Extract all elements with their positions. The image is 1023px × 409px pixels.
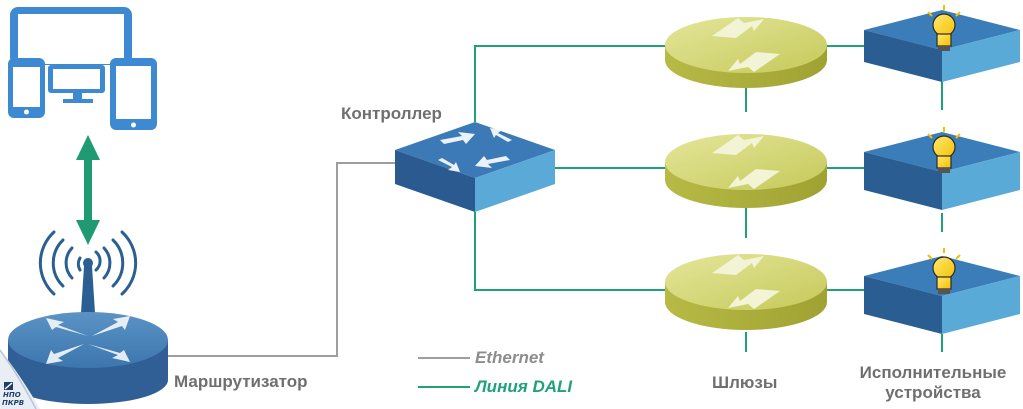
- dali-lines: [474, 45, 943, 352]
- gateway-icon-1: [665, 17, 827, 88]
- light-bulb-icon-2: [927, 127, 961, 173]
- router-label: Маршрутизатор: [174, 372, 308, 391]
- router-icon: [8, 312, 168, 404]
- antenna-icon: [81, 266, 95, 313]
- laptop-icon: [10, 7, 132, 65]
- controller-label: Контроллер: [341, 104, 442, 123]
- logo-text-line2: ПКРВ: [2, 399, 25, 407]
- bidirectional-arrow-icon: [76, 135, 100, 245]
- gateway-icon-3: [665, 254, 827, 330]
- light-bulb-icon-1: [927, 5, 961, 51]
- legend-dali-label: Линия DALI: [475, 377, 573, 396]
- client-devices-icon: [8, 7, 157, 130]
- desktop-icon: [48, 65, 105, 103]
- company-logo: [0, 349, 40, 409]
- ethernet-line-router-controller: [165, 162, 400, 357]
- smartphone-icon: [8, 58, 45, 118]
- wifi-signal-icon: [38, 230, 138, 296]
- gateways-label: Шлюзы: [712, 373, 778, 392]
- gateway-icon-2: [665, 134, 827, 208]
- logo-text-line1: НПО: [3, 391, 21, 399]
- devices-label: Исполнительные устройства: [859, 363, 1007, 402]
- tablet-icon: [110, 58, 157, 130]
- switch-icon: [395, 122, 555, 212]
- legend-ethernet-label: Ethernet: [475, 348, 544, 367]
- antenna-tip: [83, 258, 93, 268]
- light-bulb-icon-3: [927, 248, 961, 294]
